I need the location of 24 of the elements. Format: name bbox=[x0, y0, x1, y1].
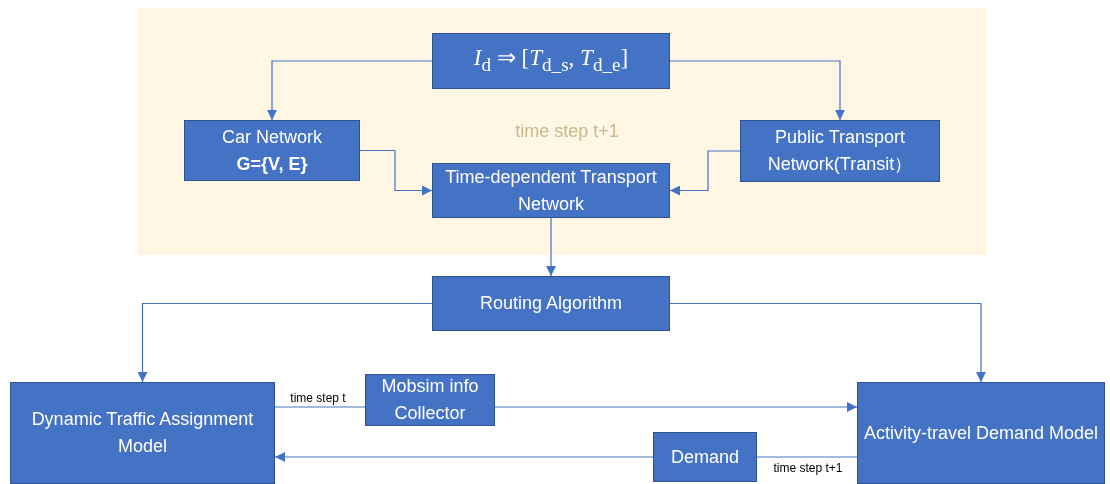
arrow bbox=[267, 60, 433, 121]
process-box: Car Network G={V, E} bbox=[184, 120, 360, 181]
arrow bbox=[669, 60, 845, 121]
edge-label: time step t bbox=[288, 391, 348, 405]
arrow bbox=[494, 402, 858, 412]
process-box: Dynamic Traffic Assignment Model bbox=[10, 382, 275, 484]
process-box: I$_{d}$ ⇒ [T$_{d_s}$, T$_{d_e}$] bbox=[432, 33, 670, 89]
arrow bbox=[546, 217, 556, 277]
process-box: Routing Algorithm bbox=[432, 276, 670, 331]
background-panel bbox=[137, 8, 987, 255]
panel-label: time step t+1 bbox=[515, 120, 619, 142]
process-box: Demand bbox=[653, 432, 757, 482]
arrow bbox=[359, 149, 433, 196]
connector-line bbox=[274, 406, 366, 408]
process-box: Public Transport Network(Transit） bbox=[740, 120, 940, 182]
arrow bbox=[669, 302, 986, 383]
process-box: Mobsim info Collector bbox=[365, 374, 495, 426]
edge-label: time step t+1 bbox=[771, 461, 845, 475]
arrow bbox=[274, 452, 654, 462]
arrow bbox=[137, 302, 433, 383]
arrow bbox=[669, 150, 741, 196]
process-box: Activity-travel Demand Model bbox=[857, 382, 1105, 484]
connector-line bbox=[756, 456, 858, 458]
process-box: Time-dependent Transport Network bbox=[432, 163, 670, 218]
